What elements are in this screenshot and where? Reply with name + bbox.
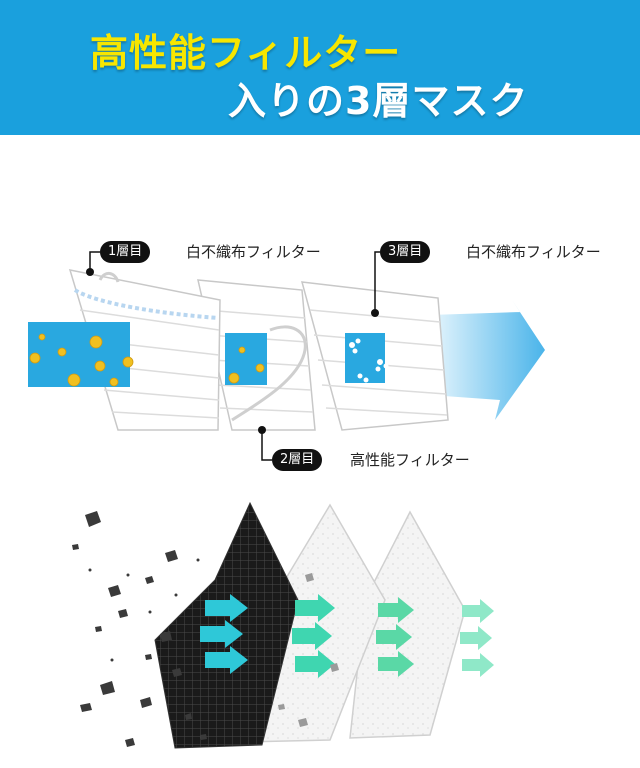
layer2-label: 高性能フィルター	[350, 451, 470, 469]
flow-arrows-exit	[460, 599, 494, 677]
header-banner: 高性能フィルター 入りの3層マスク	[0, 0, 640, 135]
layer2-badge: 2層目	[272, 449, 323, 471]
airflow-arrow-icon	[430, 300, 545, 420]
filter-illustration	[28, 251, 545, 749]
flow-arrows-black-layer	[200, 594, 248, 674]
trapped-particles	[278, 573, 339, 727]
three-layer-diagram: 1層目 白不織布フィルター 3層目 白不織布フィルター 2層目 高性能フィルター	[0, 135, 640, 768]
banner-title-line2: 入りの3層マスク	[228, 79, 529, 123]
flow-arrows-right-layer	[376, 597, 414, 677]
layer1-badge: 1層目	[100, 241, 151, 263]
layer3-panel	[300, 281, 449, 431]
layer1-panel	[28, 269, 221, 431]
layer3-label: 白不織布フィルター	[466, 243, 601, 261]
layer3-badge: 3層目	[380, 241, 431, 263]
banner-title-line1: 高性能フィルター	[90, 31, 402, 75]
callout-dots	[86, 268, 379, 434]
callout-lines	[89, 251, 380, 461]
layer1-label: 白不織布フィルター	[186, 243, 321, 261]
dust-particles	[72, 511, 207, 747]
layer2-panel	[197, 279, 316, 431]
flow-arrows-middle-layer	[292, 594, 335, 678]
